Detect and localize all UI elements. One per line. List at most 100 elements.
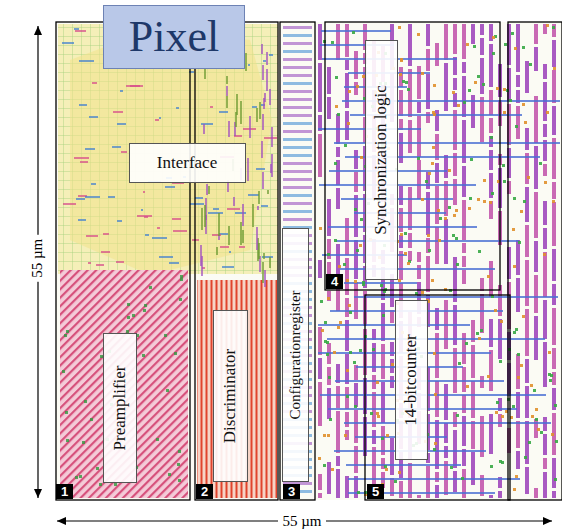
layout-shape [340, 268, 495, 270]
layout-shape [511, 32, 514, 35]
layout-shape [318, 24, 322, 60]
layout-shape [487, 275, 490, 278]
layout-shape [256, 227, 258, 250]
layout-shape [226, 86, 228, 96]
layout-shape [494, 309, 497, 312]
layout-shape [552, 372, 556, 385]
layout-shape [236, 94, 238, 115]
dimension-label: 55 µm [278, 513, 325, 530]
layout-shape [489, 319, 493, 347]
layout-shape [142, 354, 145, 357]
layout-shape [242, 204, 244, 226]
layout-shape [323, 434, 326, 437]
layout-shape [453, 24, 457, 54]
layout-shape [76, 198, 85, 200]
layout-shape [381, 303, 385, 341]
layout-shape [480, 294, 484, 333]
layout-shape [417, 160, 421, 199]
layout-shape [354, 240, 358, 279]
layout-shape [320, 394, 546, 396]
layout-shape [354, 195, 358, 237]
layout-shape [487, 375, 490, 378]
layout-shape [103, 233, 109, 235]
layout-shape [266, 69, 268, 91]
layout-shape [405, 81, 408, 84]
layout-shape [552, 249, 556, 281]
layout-shape [263, 253, 265, 259]
layout-shape [75, 30, 86, 32]
layout-shape [474, 81, 477, 84]
layout-shape [176, 107, 179, 109]
layout-shape [399, 67, 403, 87]
layout-shape [166, 389, 169, 392]
layout-shape [417, 33, 420, 36]
layout-shape [362, 281, 365, 284]
layout-shape [543, 300, 547, 339]
layout-shape [433, 84, 436, 87]
layout-shape [516, 354, 520, 389]
layout-shape [516, 451, 520, 469]
layout-shape [452, 234, 455, 237]
layout-shape [492, 52, 495, 55]
layout-shape [462, 243, 466, 253]
region-outline [325, 22, 500, 290]
layout-shape [453, 471, 457, 492]
layout-shape [539, 162, 542, 165]
layout-shape [354, 150, 358, 169]
layout-shape [349, 351, 352, 354]
layout-shape [525, 386, 529, 418]
layout-shape [444, 24, 448, 60]
layout-shape [336, 469, 340, 498]
layout-shape [149, 286, 152, 289]
layout-shape [384, 465, 387, 468]
layout-shape [345, 24, 349, 57]
layout-shape [462, 24, 466, 59]
layout-shape [435, 43, 439, 66]
layout-shape [354, 51, 358, 79]
layout-shape [525, 467, 529, 494]
layout-shape [327, 253, 330, 256]
layout-shape [178, 450, 181, 453]
layout-shape [483, 200, 486, 203]
layout-shape [333, 351, 336, 354]
layout-shape [283, 122, 312, 125]
block-name: Interface [157, 154, 217, 173]
layout-shape [404, 252, 407, 255]
layout-shape [435, 485, 439, 498]
layout-shape [89, 116, 98, 118]
layout-shape [179, 298, 182, 301]
layout-shape [492, 36, 495, 39]
block-label-box: 14-bitcounter [395, 300, 428, 460]
layout-shape [79, 104, 87, 106]
layout-shape [394, 480, 397, 483]
layout-shape [408, 120, 412, 153]
layout-shape [552, 182, 556, 199]
dimension-line [37, 26, 38, 250]
layout-shape [399, 186, 403, 205]
layout-shape [525, 187, 529, 222]
layout-shape [91, 183, 96, 185]
layout-shape [491, 192, 494, 195]
layout-shape [344, 422, 551, 424]
layout-shape [117, 123, 126, 125]
layout-shape [248, 64, 250, 66]
layout-shape [543, 201, 547, 225]
layout-shape [534, 488, 538, 498]
layout-shape [376, 381, 379, 384]
layout-shape [489, 350, 493, 391]
layout-shape [283, 66, 312, 69]
layout-shape [327, 97, 331, 119]
layout-shape [318, 382, 322, 426]
layout-shape [516, 75, 520, 87]
layout-shape [444, 63, 448, 111]
layout-shape [334, 239, 337, 242]
layout-shape [489, 150, 493, 170]
layout-shape [112, 146, 121, 148]
layout-shape [503, 180, 506, 183]
block-label-box: Configurationregister [282, 228, 309, 482]
layout-shape [343, 263, 346, 266]
layout-shape [328, 376, 331, 379]
layout-shape [318, 134, 322, 177]
layout-shape [345, 298, 349, 317]
layout-shape [92, 82, 97, 84]
